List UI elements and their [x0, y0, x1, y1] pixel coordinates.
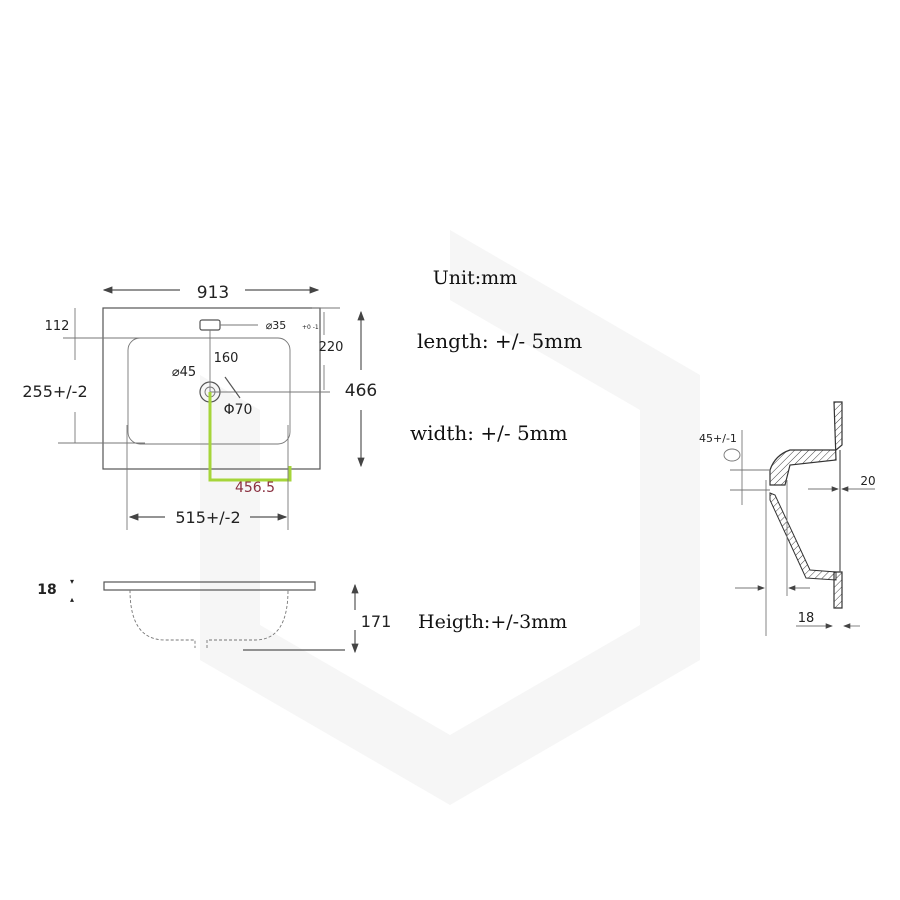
dim-tap-offset: 160: [214, 351, 239, 366]
dim-section-rim: 18: [798, 611, 815, 626]
side-view: 171 18 ▾ ▴: [37, 577, 392, 654]
spec-height: Heigth:+/-3mm: [418, 611, 567, 633]
top-view: 913 112 255+/-2 160 ⌀45 Φ70 ⌀35 +0 -1 22…: [22, 283, 377, 530]
dim-flange: 20: [860, 474, 875, 488]
dim-center-distance: 456.5: [235, 480, 275, 496]
section-view: 45+/-1 20 18: [699, 401, 876, 636]
dim-width: 913: [197, 283, 229, 303]
overflow-tolerance: +0 -1: [302, 324, 319, 331]
dim-bowl-offset: 220: [319, 340, 344, 355]
dim-overflow-hole: ⌀35: [266, 319, 287, 332]
dim-height: 171: [361, 612, 392, 631]
dim-waste-diameter: 45+/-1: [699, 432, 737, 445]
svg-text:▾: ▾: [70, 577, 74, 586]
spec-length: length: +/- 5mm: [417, 329, 582, 353]
svg-text:▴: ▴: [70, 595, 74, 604]
dim-depth: 466: [345, 381, 377, 401]
center-line-highlight: [208, 392, 292, 482]
dim-rim-thickness: 18: [37, 582, 56, 598]
dim-bowl-length: 255+/-2: [22, 382, 87, 401]
dim-bowl-width: 515+/-2: [175, 508, 240, 527]
dim-waste-hole: Φ70: [224, 402, 253, 418]
dim-tap-hole: ⌀45: [172, 365, 196, 380]
spec-width: width: +/- 5mm: [410, 421, 568, 445]
spec-unit: Unit:mm: [433, 267, 517, 289]
dim-overflow-offset: 112: [45, 319, 70, 334]
overflow-hole: [199, 319, 221, 331]
